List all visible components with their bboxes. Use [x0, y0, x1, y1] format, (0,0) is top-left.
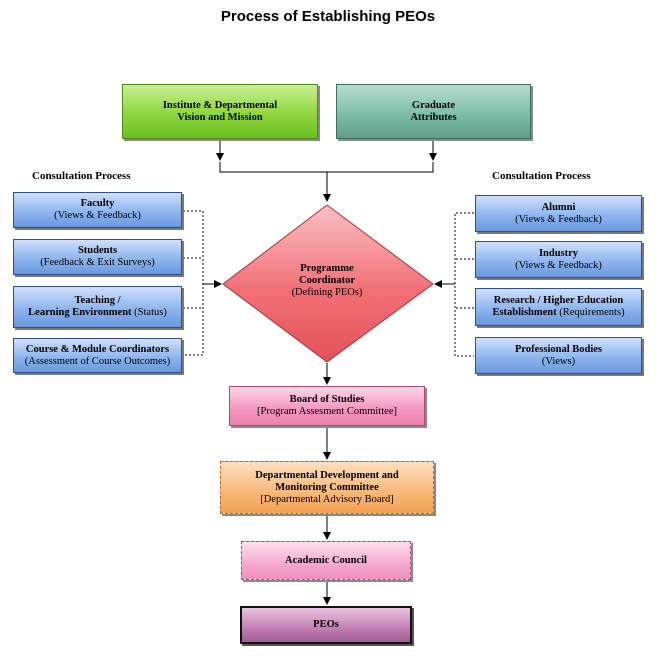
board-of-studies-box: Board of Studies [Program Assesment Comm…: [229, 386, 425, 426]
alumni-box: Alumni (Views & Feedback): [475, 195, 642, 232]
consultation-label-right: Consultation Process: [492, 170, 591, 182]
professional-bodies-box: Professional Bodies (Views): [475, 337, 642, 374]
departmental-development-box: Departmental Development and Monitoring …: [220, 461, 434, 514]
peos-box: PEOs: [240, 606, 412, 644]
faculty-box: Faculty (Views & Feedback): [13, 192, 182, 228]
page-title: Process of Establishing PEOs: [220, 8, 436, 25]
programme-coordinator-diamond: [222, 204, 434, 363]
students-box: Students (Feedback & Exit Surveys): [13, 239, 182, 275]
graduate-attributes-box: Graduate Attributes: [336, 84, 531, 139]
programme-coordinator-label: Programme Coordinator (Defining PEOs): [291, 263, 363, 298]
academic-council-box: Academic Council: [241, 541, 411, 580]
consultation-label-left: Consultation Process: [32, 170, 131, 182]
research-higher-education-box: Research / Higher Education Establishmen…: [475, 288, 642, 326]
industry-box: Industry (Views & Feedback): [475, 241, 642, 278]
vision-mission-box: Institute & Departmental Vision and Miss…: [122, 84, 318, 139]
teaching-learning-box: Teaching / Learning Environment (Status): [13, 286, 182, 328]
course-module-coordinators-box: Course & Module Coordinators (Assessment…: [13, 338, 182, 373]
